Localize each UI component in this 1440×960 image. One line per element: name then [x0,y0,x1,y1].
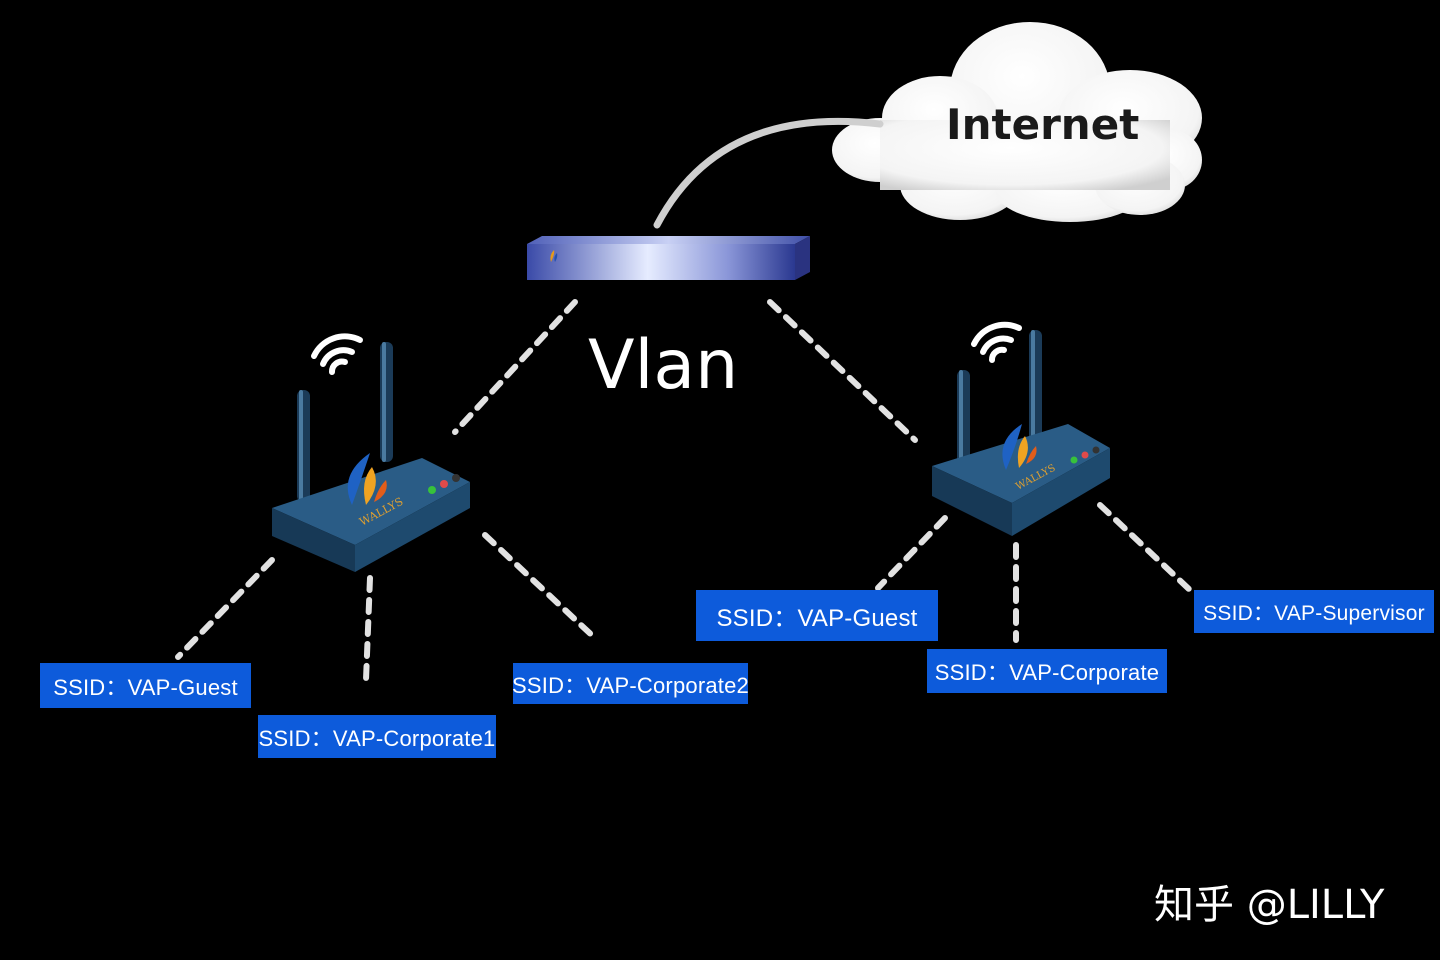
vlan-label: Vlan [588,326,739,405]
switch-icon [527,236,810,280]
ssid-right-supervisor: SSID：VAP-Supervisor [1194,590,1434,633]
ssid-left-corporate1: SSID：VAP-Corporate1 [258,715,496,758]
ssid-left-corporate2: SSID：VAP-Corporate2 [512,663,749,704]
uplink-cable [653,117,884,229]
ssid-link-right-supervisor [1097,502,1193,593]
access-point-right-icon: WALLYS [932,321,1110,536]
access-point-left-icon: WALLYS [272,333,470,572]
ssid-link-left-corporate1 [363,575,373,683]
ssid-link-left-guest [175,557,275,660]
ssid-left-guest: SSID：VAP-Guest [40,663,251,708]
vlan-link-left [452,299,578,435]
ssid-right-guest: SSID：VAP-Guest [696,590,938,641]
internet-label: Internet [946,100,1140,149]
ssid-link-left-corporate2 [482,532,600,643]
vlan-link-right [767,299,918,443]
watermark: 知乎 @LILLY [1154,882,1385,928]
wifi-icon [311,333,363,375]
wifi-icon [971,321,1022,363]
ssid-link-right-guest [875,515,948,591]
ssid-right-corporate: SSID：VAP-Corporate [927,649,1167,693]
internet-cloud-icon [832,22,1202,222]
